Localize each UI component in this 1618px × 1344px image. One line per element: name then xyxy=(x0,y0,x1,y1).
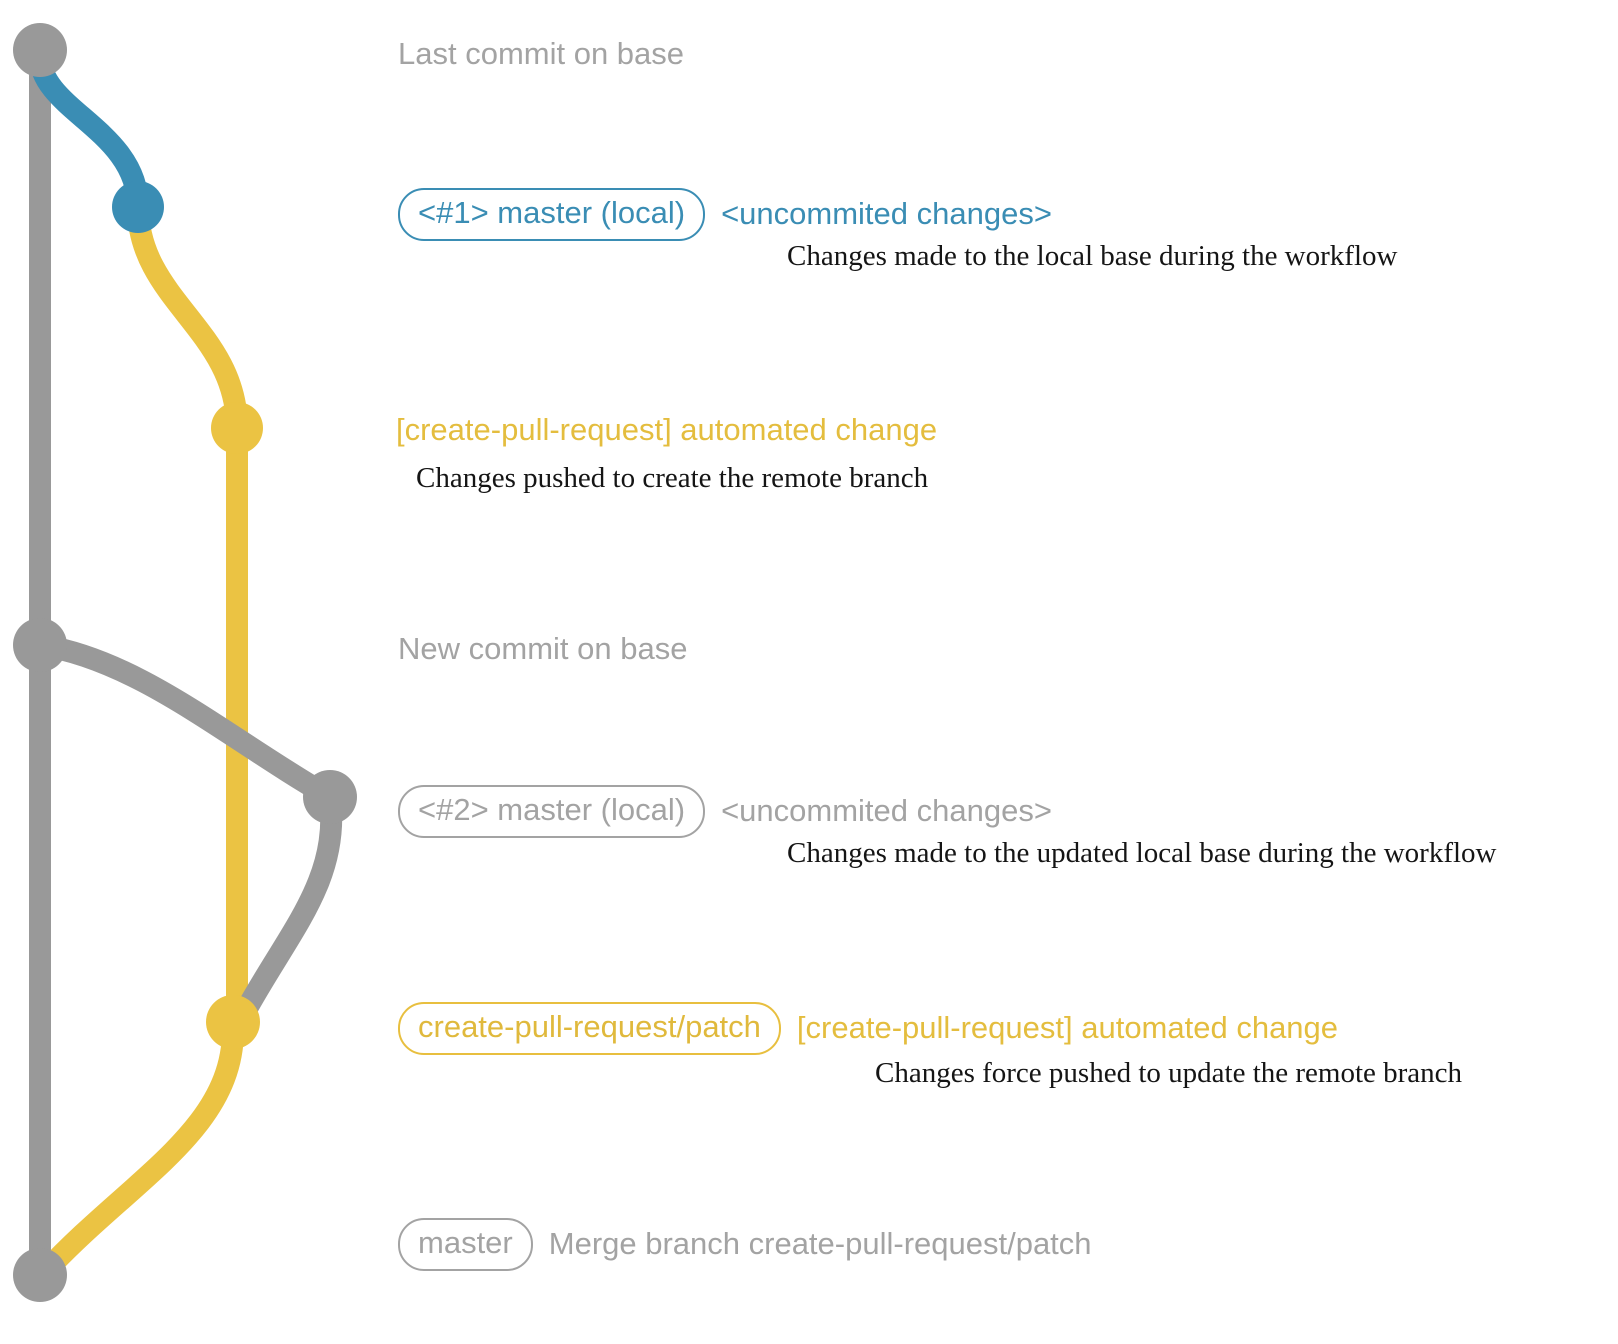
commit-subject: New commit on base xyxy=(398,631,688,666)
branch-badge-local-2[interactable]: <#2> master (local) xyxy=(398,785,706,838)
yellow-merge-line xyxy=(34,1019,244,1283)
yellow-branch-line-upper xyxy=(127,196,248,1033)
commit-row-merge: master Merge branch create-pull-request/… xyxy=(398,1218,1092,1271)
commit-node-merge[interactable] xyxy=(13,1248,67,1302)
branch-badge-create-pull-request-patch[interactable]: create-pull-request/patch xyxy=(398,1002,781,1055)
commit-description-automated-change-2: Changes force pushed to update the remot… xyxy=(875,1057,1463,1089)
commit-subject: [create-pull-request] automated change xyxy=(396,412,938,447)
gray-side-branch-line xyxy=(29,634,343,1023)
commit-node-local-1[interactable] xyxy=(112,181,164,233)
commit-subject: <uncommited changes> xyxy=(721,196,1052,232)
commit-node-local-2[interactable] xyxy=(303,770,357,824)
commit-subject: [create-pull-request] automated change xyxy=(796,1010,1339,1046)
commit-row-automated-change-1: [create-pull-request] automated change xyxy=(396,412,937,448)
commit-node-new-commit-on-base[interactable] xyxy=(13,618,67,672)
commit-node-automated-change-1[interactable] xyxy=(211,402,263,454)
commit-subject: Merge branch create-pull-request/patch xyxy=(548,1226,1092,1262)
commit-node-automated-change-2[interactable] xyxy=(206,995,260,1049)
branch-badge-master[interactable]: master xyxy=(398,1218,533,1271)
commit-row-local-1: <#1> master (local) <uncommited changes> xyxy=(398,188,1052,241)
commit-row-local-2: <#2> master (local) <uncommited changes> xyxy=(398,785,1052,838)
branch-badge-local-1[interactable]: <#1> master (local) xyxy=(398,188,706,241)
commit-row-last-commit-on-base: Last commit on base xyxy=(398,36,684,72)
commit-subject: <uncommited changes> xyxy=(721,793,1052,829)
commit-description-local-1: Changes made to the local base during th… xyxy=(787,240,1398,272)
commit-subject: Last commit on base xyxy=(398,36,685,71)
commit-node-last-commit-on-base[interactable] xyxy=(13,23,67,77)
commit-description-local-2: Changes made to the updated local base d… xyxy=(787,837,1497,869)
blue-branch-line xyxy=(29,45,149,218)
commit-row-new-commit-on-base: New commit on base xyxy=(398,631,687,667)
commit-row-automated-change-2: create-pull-request/patch [create-pull-r… xyxy=(398,1002,1338,1055)
commit-description-automated-change-1: Changes pushed to create the remote bran… xyxy=(416,462,929,494)
